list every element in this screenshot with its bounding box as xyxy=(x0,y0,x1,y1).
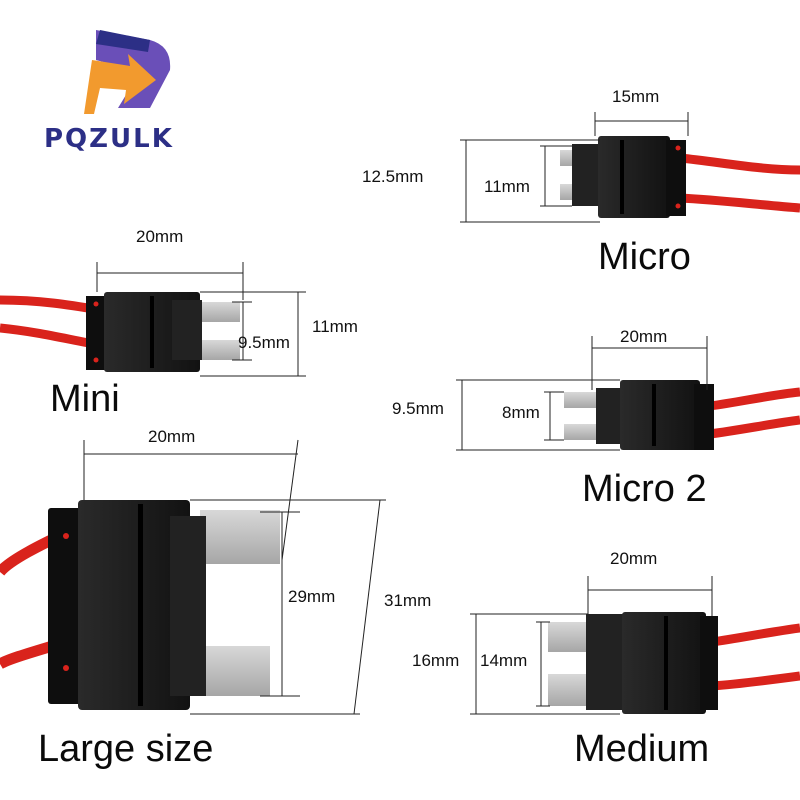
micro2-fuse-holder xyxy=(564,380,800,450)
micro2-width-label: 20mm xyxy=(620,327,668,346)
blade xyxy=(548,622,592,652)
large-label: Large size xyxy=(38,728,214,770)
blade xyxy=(196,340,240,360)
micro2-label: Micro 2 xyxy=(582,468,707,510)
micro-fuse-holder xyxy=(560,136,800,218)
micro2-outer-height-label: 9.5mm xyxy=(392,399,444,418)
large-outer-height-label: 31mm xyxy=(384,591,432,610)
blade xyxy=(564,424,604,440)
medium-dimension-lines xyxy=(470,576,713,715)
mini-blade-height-label: 9.5mm xyxy=(238,333,290,352)
micro-width-label: 15mm xyxy=(612,87,660,106)
blade xyxy=(200,510,280,564)
micro2-blade-height-label: 8mm xyxy=(502,403,540,422)
medium-width-label: 20mm xyxy=(610,549,658,568)
micro-blade-height-label: 11mm xyxy=(484,177,530,196)
micro-label: Micro xyxy=(598,236,691,278)
blade xyxy=(196,302,240,322)
large-width-label: 20mm xyxy=(148,427,196,446)
micro-dimension-lines xyxy=(460,112,689,223)
medium-blade-height-label: 14mm xyxy=(480,651,528,670)
mini-dimension-lines xyxy=(96,262,306,377)
large-fuse-holder xyxy=(0,500,280,710)
blade xyxy=(564,392,604,408)
medium-label: Medium xyxy=(574,728,710,770)
micro2-dimension-lines xyxy=(456,336,708,451)
medium-outer-height-label: 16mm xyxy=(412,651,460,670)
blade xyxy=(548,674,592,706)
mini-fuse-holder xyxy=(0,292,240,372)
large-blade-height-label: 29mm xyxy=(288,587,336,606)
large-dimension-lines xyxy=(83,439,386,715)
mini-width-label: 20mm xyxy=(136,227,184,246)
brand-name: PQZULK xyxy=(44,124,174,154)
mini-outer-height-label: 11mm xyxy=(312,317,358,336)
medium-fuse-holder xyxy=(548,612,800,714)
arrow-logo-icon xyxy=(84,30,171,114)
mini-label: Mini xyxy=(50,378,120,420)
micro-outer-height-label: 12.5mm xyxy=(362,167,424,186)
